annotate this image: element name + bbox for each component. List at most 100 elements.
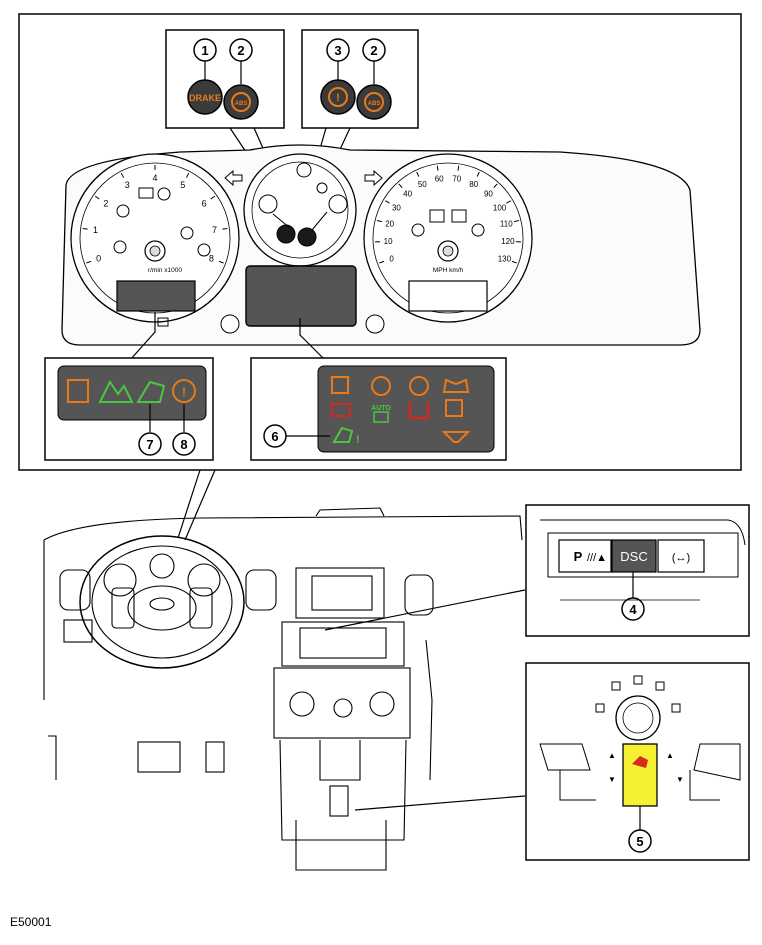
speed-limiter-icon [136, 380, 166, 403]
abs2-lamp-label: ABS [368, 101, 381, 107]
callout-1: 1 [201, 43, 208, 58]
abs-warning-lamp [223, 84, 259, 120]
callout-2b: 2 [370, 43, 377, 58]
door-open-icon [331, 376, 349, 394]
steering-hub [127, 585, 197, 631]
fuel-gauge-hub [258, 194, 278, 214]
speedo-tick-label: 40 [403, 190, 412, 199]
limiter-icon-small [332, 426, 354, 443]
speedo-tick-label: 120 [501, 237, 515, 246]
trip-button-icon [220, 314, 240, 334]
battery-icon [116, 204, 130, 218]
terrain-response-detail: ▲ ▼ ▲ ▼ 5 [525, 662, 750, 861]
hdc-switch-icon [632, 756, 648, 768]
tach-tick-label: 6 [202, 199, 207, 209]
callout-4: 4 [629, 602, 637, 617]
speedo-tick-mark [511, 260, 517, 264]
centre-lamp-right [297, 227, 317, 247]
switch-panel-detail: P ///▲ DSC (↔) 4 [525, 504, 750, 637]
callout-5: 5 [636, 834, 643, 849]
speedo-tick-label: 50 [418, 180, 427, 189]
tach-tick-label: 7 [212, 225, 217, 235]
tyre-button [657, 539, 705, 573]
dim-button-icon [365, 314, 385, 334]
seatbelt-icon [157, 187, 171, 201]
brake-abs-inset: 1 2 DRAKE ABS [165, 29, 285, 129]
ebd-lamp-label: ! [336, 92, 340, 104]
svg-text:!: ! [356, 434, 360, 446]
tailgate-icon [445, 399, 463, 417]
temp-gauge-hub [328, 194, 348, 214]
speedo-tick-label: 20 [385, 220, 394, 229]
terrain-knob [615, 695, 661, 741]
speedo-lcd [408, 280, 488, 312]
right-turn-icon [364, 169, 383, 187]
ebd-abs-inset: 3 2 ! ABS [301, 29, 419, 129]
dsc-label: DSC [620, 549, 647, 564]
hill-descent-icon [197, 243, 211, 257]
airbag-icon [180, 226, 194, 240]
tach-tick-mark [94, 195, 100, 200]
tach-unit-label: r/min x1000 [148, 267, 182, 274]
transmission-warning-icon [371, 376, 391, 396]
tach-tick-label: 1 [93, 225, 98, 235]
speedo-tick-label: 80 [469, 180, 478, 189]
speedo-tick-mark [476, 171, 480, 177]
park-distance-button [558, 539, 612, 573]
ebd-warning-lamp [320, 79, 356, 115]
vehicle-lift-icon [67, 379, 89, 403]
speedo-tick-label: 100 [493, 203, 507, 212]
dsc-button [611, 539, 657, 573]
left-turn-icon [224, 169, 243, 187]
auto-label: AUTO [371, 405, 391, 412]
tyre-pressure-icon [408, 402, 430, 420]
speedo-tick-mark [379, 260, 385, 264]
tach-reset-icon [157, 317, 169, 327]
speedo-tick-mark [513, 220, 520, 223]
tach-tick-mark [218, 260, 224, 264]
speedo-unit-label: MPH km/h [433, 267, 464, 274]
tach-tick-mark [185, 172, 190, 178]
tach-tick-label: 5 [180, 180, 185, 190]
park-light-icon [429, 209, 445, 223]
brake-warning-lamp [187, 79, 223, 115]
speedo-tick-label: 130 [498, 255, 512, 264]
svg-text:▼: ▼ [676, 775, 684, 784]
suspension-warning-icon [409, 376, 429, 396]
speedo-tick-label: 30 [392, 203, 401, 212]
centre-lamp-left [276, 224, 296, 244]
general-warning-icon [172, 379, 196, 403]
speedo-tick-label: 0 [389, 255, 394, 264]
fuel-icon [316, 182, 328, 194]
dashboard-drawing [43, 507, 523, 871]
tach-tick-label: 4 [152, 173, 157, 183]
tach-tick-label: 0 [96, 254, 101, 264]
speedo-tick-mark [506, 200, 511, 204]
speedo-tick-mark [376, 220, 383, 223]
abs-lamp-label: ABS [235, 101, 248, 107]
auto-park-icon [373, 411, 389, 423]
speedo-tick-label: 10 [384, 237, 393, 246]
tyre-button-label: (↔) [672, 552, 690, 564]
tach-tick-mark [86, 260, 92, 264]
tach-tick-label: 8 [209, 254, 214, 264]
speedo-tick-mark [398, 183, 403, 189]
tach-tick-mark [210, 195, 216, 200]
tach-tick-mark [120, 172, 125, 178]
message-display [245, 265, 357, 327]
svg-text:!: ! [182, 385, 186, 399]
left-lamp-panel: ! 7 8 [44, 357, 214, 461]
callout-2a: 2 [237, 43, 244, 58]
callout-8: 8 [180, 437, 187, 452]
tach-tick-label: 2 [103, 199, 108, 209]
glowplug-icon [113, 240, 127, 254]
callout-6: 6 [271, 429, 278, 444]
roof-icon [442, 378, 470, 393]
rear-fog-icon [471, 223, 485, 237]
speedo-tick-mark [416, 171, 420, 177]
centre-top-icon [296, 162, 312, 178]
tach-tick-label: 3 [125, 180, 130, 190]
svg-text:▲: ▲ [608, 751, 616, 760]
speedo-tick-mark [493, 183, 498, 189]
